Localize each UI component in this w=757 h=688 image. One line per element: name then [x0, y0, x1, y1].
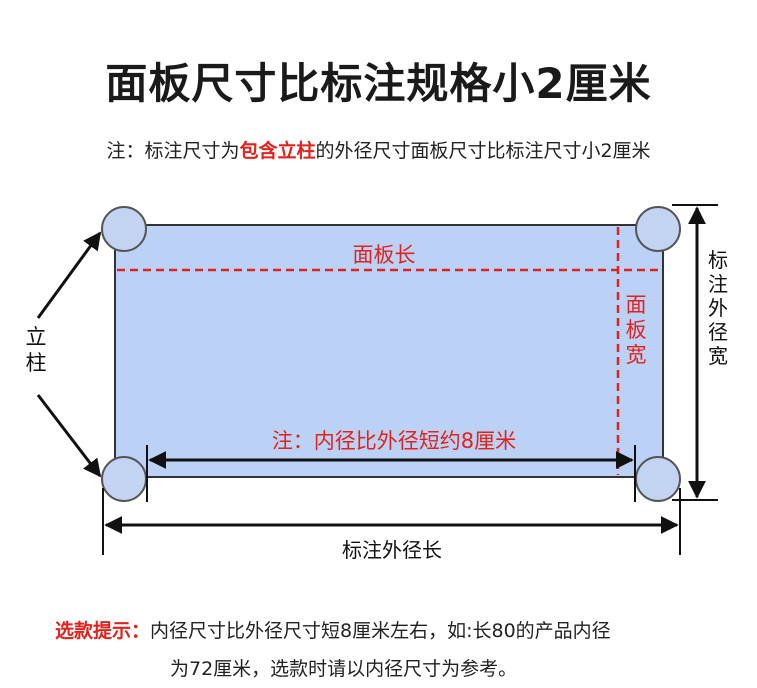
page-title: 面板尺寸比标注规格小2厘米 [105, 59, 652, 108]
panel-width-label: 面板宽 [626, 293, 647, 367]
post-bottom-right [635, 456, 681, 502]
post-pointer-top [36, 231, 102, 319]
vertical-label-char: 标 [708, 248, 728, 272]
post-bottom-left [101, 456, 147, 502]
outer-length-label: 标注外径长 [342, 538, 442, 562]
subtitle-highlight: 包含立柱 [239, 140, 316, 162]
vertical-label-char: 宽 [708, 344, 728, 368]
vertical-label-char: 径 [708, 320, 728, 344]
tip-label: 选款提示： [55, 620, 151, 642]
subtitle-prefix: 注：标注尺寸为 [106, 140, 240, 162]
selection-tip: 选款提示：内径尺寸比外径尺寸短8厘米左右，如:长80的产品内径为72厘米，选款时… [55, 612, 735, 688]
tip-line-2: 为72厘米，选款时请以内径尺寸为参考。 [170, 658, 518, 680]
subtitle-suffix: 的外径尺寸面板尺寸比标注尺寸小2厘米 [315, 140, 651, 162]
vertical-label-char: 柱 [26, 351, 47, 375]
vertical-label-char: 板 [626, 318, 647, 342]
inner-note-label: 注：内径比外径短约8厘米 [272, 429, 516, 453]
vertical-label-char: 注 [708, 272, 728, 296]
subtitle: 注：标注尺寸为包含立柱的外径尺寸面板尺寸比标注尺寸小2厘米 [0, 136, 757, 163]
post-top-left [101, 206, 147, 252]
vertical-label-char: 外 [708, 296, 728, 320]
panel-rect [114, 224, 664, 478]
post-pointer-bottom [36, 394, 102, 478]
tip-line-1: 内径尺寸比外径尺寸短8厘米左右，如:长80的产品内径 [150, 620, 611, 642]
post-top-right [635, 206, 681, 252]
post-label: 立柱 [26, 325, 47, 375]
vertical-label-char: 面 [626, 293, 647, 317]
panel-length-label: 面板长 [353, 243, 416, 267]
vertical-label-char: 立 [26, 325, 47, 349]
vertical-label-char: 宽 [626, 343, 647, 367]
